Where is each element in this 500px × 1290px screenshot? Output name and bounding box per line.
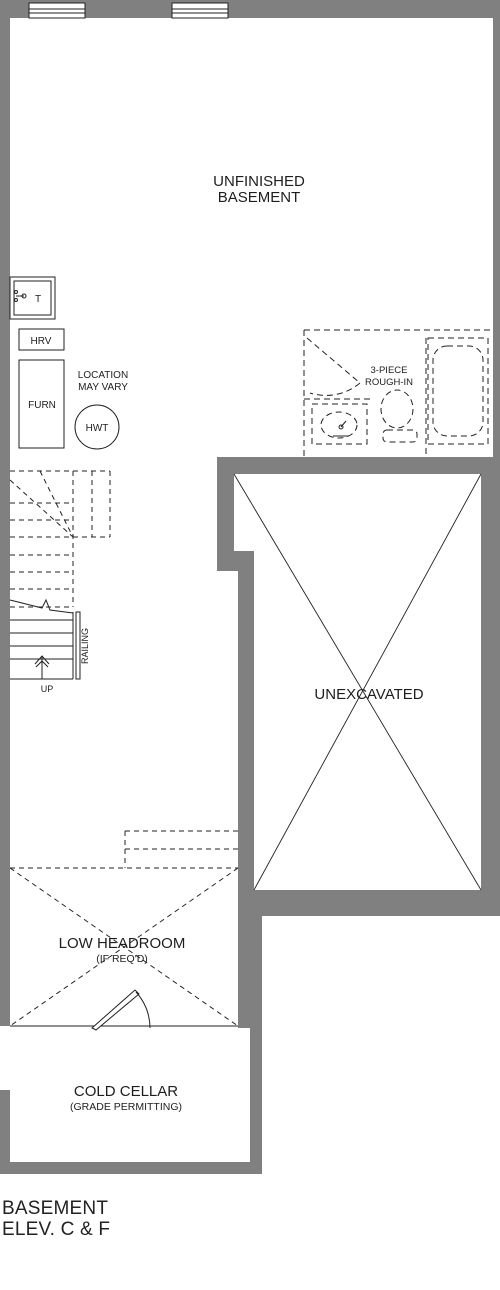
low-headroom-label: LOW HEADROOM bbox=[59, 935, 186, 952]
laundry-tub-label: T bbox=[35, 294, 41, 305]
caption-line2: ELEV. C & F bbox=[2, 1219, 111, 1240]
stair-above-dashed bbox=[9, 470, 111, 608]
rough-in-bathroom bbox=[303, 329, 493, 457]
up-arrow-icon bbox=[34, 655, 50, 679]
rough-in-label-line2: ROUGH-IN bbox=[365, 377, 413, 388]
up-label: UP bbox=[41, 684, 54, 694]
hwt-label: HWT bbox=[86, 423, 109, 434]
caption-line1: BASEMENT bbox=[2, 1198, 109, 1219]
window-left bbox=[28, 2, 86, 19]
cold-cellar-note: (GRADE PERMITTING) bbox=[70, 1101, 182, 1113]
hot-water-tank bbox=[74, 404, 120, 450]
hrv-label: HRV bbox=[31, 336, 52, 347]
rough-in-label-line1: 3-PIECE bbox=[371, 365, 408, 376]
plan-caption: BASEMENT ELEV. C & F bbox=[2, 1198, 110, 1240]
unexcavated-label: UNEXCAVATED bbox=[314, 686, 423, 703]
laundry-tub bbox=[9, 276, 56, 320]
vanity-faucet-icon bbox=[333, 420, 349, 437]
railing bbox=[75, 611, 81, 680]
exterior-wall bbox=[0, 0, 500, 1174]
low-headroom-area bbox=[9, 830, 239, 1027]
furnace bbox=[18, 359, 65, 449]
furnace-label: FURN bbox=[28, 400, 56, 411]
cold-cellar-door bbox=[91, 989, 151, 1031]
unfinished-basement-label-line2: BASEMENT bbox=[218, 189, 301, 206]
window-right bbox=[171, 2, 229, 19]
cold-cellar-label: COLD CELLAR bbox=[74, 1083, 178, 1100]
location-note-line2: MAY VARY bbox=[78, 382, 128, 393]
hrv-unit bbox=[18, 328, 65, 351]
railing-label: RAILING bbox=[80, 628, 90, 664]
faucet-icon bbox=[14, 290, 27, 302]
unexcavated-wall bbox=[217, 457, 493, 902]
low-headroom-note: (IF REQ'D) bbox=[96, 953, 148, 965]
location-note-line1: LOCATION bbox=[78, 370, 128, 381]
unfinished-basement-label-line1: UNFINISHED bbox=[213, 173, 305, 190]
unexcavated-cross bbox=[233, 473, 482, 891]
